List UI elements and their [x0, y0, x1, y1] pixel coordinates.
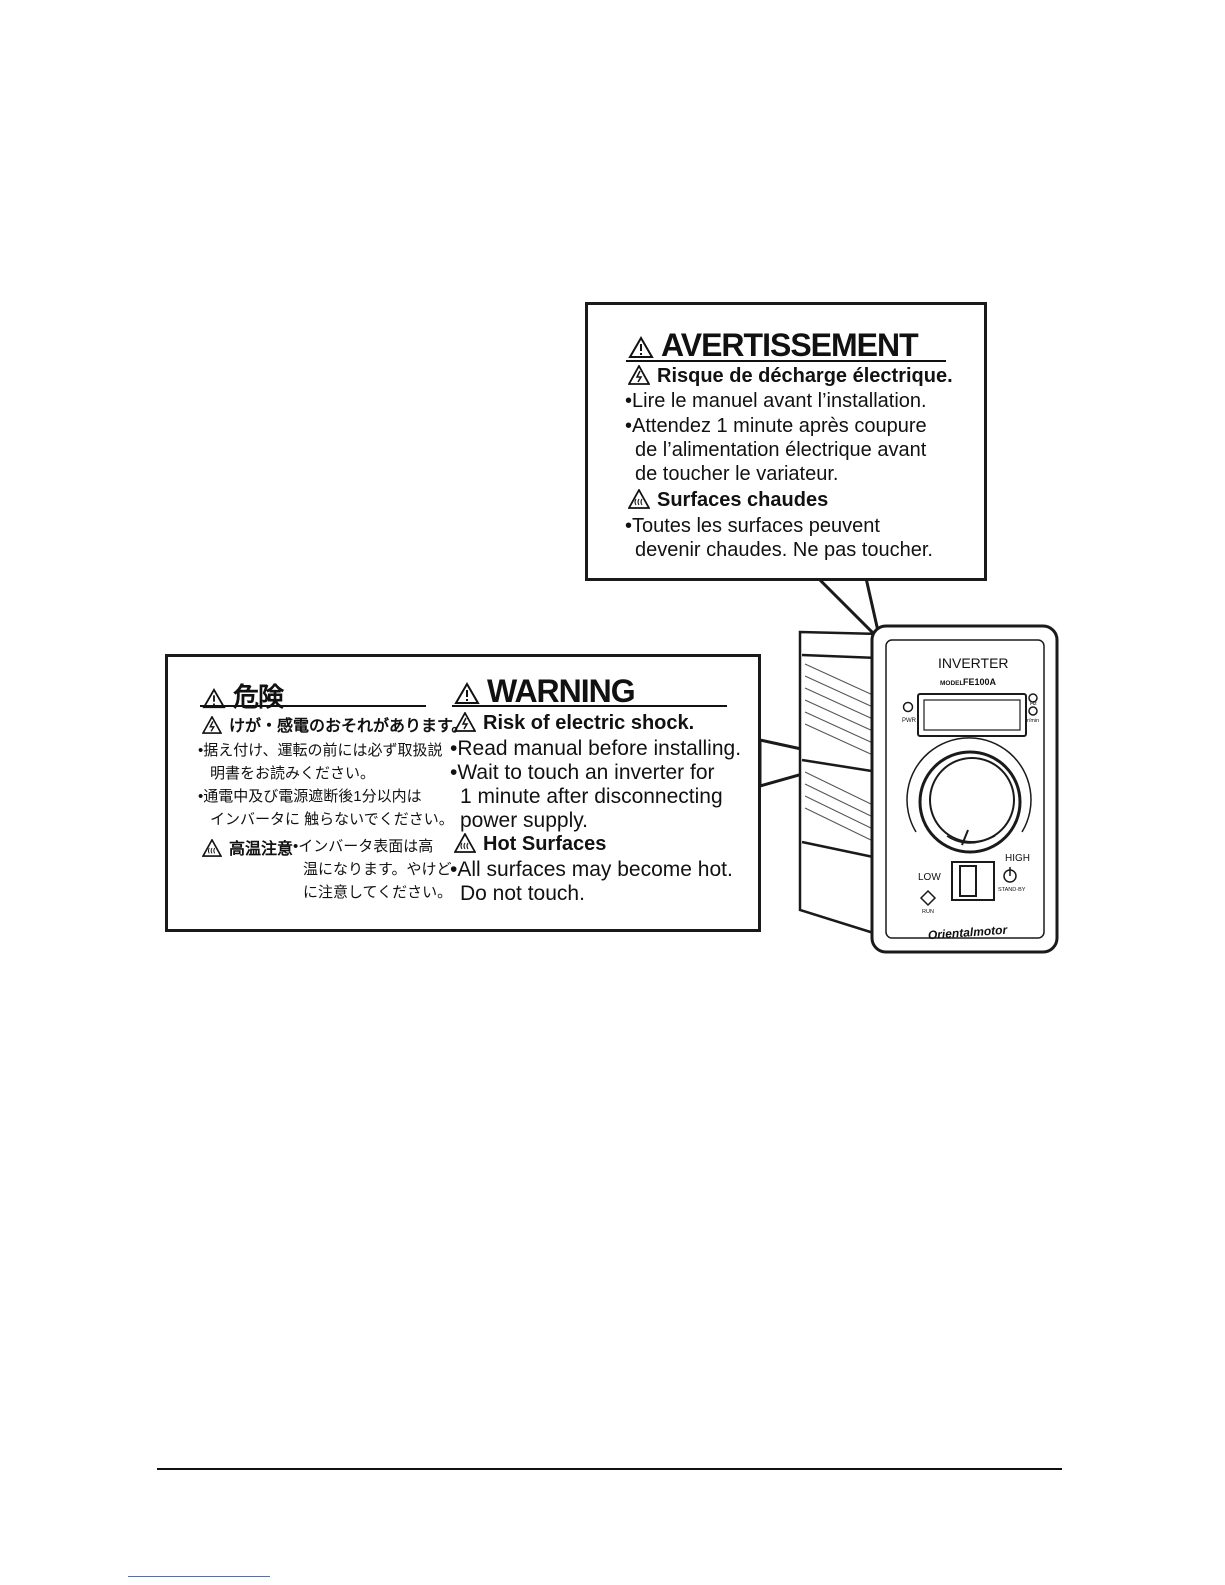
english-title-underline [452, 705, 727, 707]
french-line: devenir chaudes. Ne pas toucher. [635, 539, 933, 561]
run-label: RUN [922, 909, 934, 915]
french-line: •Lire le manuel avant l’installation. [625, 390, 927, 412]
english-line: power supply. [460, 809, 589, 832]
english-line: •Read manual before installing. [450, 737, 742, 760]
electric-shock-icon [454, 712, 476, 732]
footer-rule [157, 1468, 1062, 1470]
french-shock-heading: Risque de décharge électrique. [628, 365, 953, 388]
french-shock-heading-text: Risque de décharge électrique. [657, 365, 953, 387]
rpm-led [1028, 706, 1038, 716]
hz-label: Hz [1030, 701, 1037, 707]
french-title-underline [626, 360, 946, 362]
french-warning-label: AVERTISSEMENT Risque de décharge électri… [585, 302, 987, 581]
french-title: AVERTISSEMENT [628, 327, 919, 364]
japanese-title-text: 危険 [233, 682, 284, 712]
low-label: LOW [918, 872, 941, 883]
hot-surface-icon [202, 839, 222, 857]
inverter-housing [798, 630, 882, 937]
japanese-title: 危険 [202, 677, 284, 714]
display-window [917, 693, 1027, 737]
english-line: •All surfaces may become hot. [450, 858, 733, 881]
speed-dial[interactable] [906, 737, 1032, 854]
french-title-text: AVERTISSEMENT [661, 327, 919, 363]
warning-triangle-icon [202, 688, 226, 709]
callout-pointer-french [814, 576, 883, 645]
hot-surface-icon [628, 489, 650, 509]
french-hot-heading: Surfaces chaudes [628, 489, 828, 512]
french-line: •Toutes les surfaces peuvent [625, 515, 880, 537]
hot-surface-icon [454, 833, 476, 853]
warning-triangle-icon [628, 336, 654, 358]
french-hot-heading-text: Surfaces chaudes [657, 489, 829, 511]
run-icon [919, 889, 937, 907]
japanese-line: •据え付け、運転の前には必ず取扱説 [198, 742, 443, 759]
english-hot-heading-text: Hot Surfaces [483, 833, 607, 855]
warning-triangle-icon [454, 682, 480, 704]
english-line: Do not touch. [460, 882, 585, 905]
english-shock-heading: Risk of electric shock. [454, 712, 694, 735]
pwr-label: PWR [902, 718, 917, 724]
japanese-hot-heading-text: 高温注意 [229, 841, 294, 858]
japanese-line: インバータに 触らないでください。 [210, 811, 454, 828]
standby-icon [1003, 867, 1017, 883]
english-title: WARNING [454, 673, 636, 710]
japanese-shock-heading-text: けが・感電のおそれがあります。 [229, 718, 468, 735]
brand-logo: Orientalmotor [927, 923, 1008, 943]
device-name: INVERTER [938, 655, 1009, 671]
french-line: •Attendez 1 minute après coupure [625, 415, 927, 437]
english-title-text: WARNING [487, 673, 636, 709]
english-hot-heading: Hot Surfaces [454, 833, 606, 856]
model-prefix: MODEL [940, 680, 964, 687]
french-line: de toucher le variateur. [635, 463, 839, 485]
hz-led [1028, 693, 1038, 703]
japanese-shock-heading: けが・感電のおそれがあります。 [202, 712, 467, 736]
high-label: HIGH [1005, 853, 1030, 864]
japanese-hot-heading: 高温注意 [202, 835, 293, 859]
japanese-line: •インバータ表面は高 [293, 838, 434, 855]
japanese-line: 明書をお読みください。 [210, 765, 376, 782]
electric-shock-icon [628, 365, 650, 385]
standby-label: STAND-BY [998, 887, 1026, 893]
rpm-label: r/min [1027, 718, 1039, 724]
vent-pattern [804, 663, 876, 843]
japanese-line: に注意してください。 [303, 884, 453, 901]
run-standby-switch[interactable] [951, 861, 995, 901]
english-shock-heading-text: Risk of electric shock. [483, 712, 695, 734]
japanese-line: 温になります。やけど [303, 861, 452, 878]
japanese-title-underline [200, 705, 426, 707]
japanese-line: •通電中及び電源遮断後1分以内は [198, 788, 422, 805]
model-number: FE100A [963, 677, 997, 687]
english-line: •Wait to touch an inverter for [450, 761, 715, 784]
pwr-led [902, 701, 914, 713]
english-line: 1 minute after disconnecting [460, 785, 723, 808]
footer-link-underline[interactable] [128, 1576, 270, 1577]
electric-shock-icon [202, 716, 222, 734]
french-line: de l’alimentation électrique avant [635, 439, 927, 461]
japanese-english-warning-label: 危険 けが・感電のおそれがあります。 •据え付け、運転の前には必ず取扱説 明書を… [165, 654, 761, 932]
